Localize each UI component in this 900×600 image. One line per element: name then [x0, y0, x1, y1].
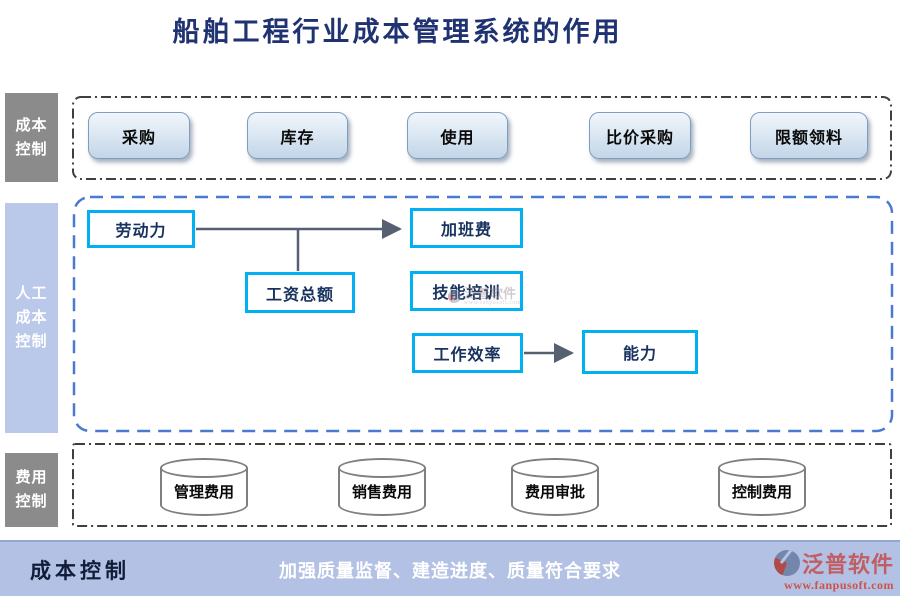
node-purchase: 采购 [88, 112, 190, 159]
flow-box-ability: 能力 [582, 330, 698, 374]
cylinder-expense-control: 控制费用 [718, 458, 806, 516]
cylinder-label: 控制费用 [731, 485, 792, 501]
material-section-border [72, 96, 892, 180]
flow-box-skill-training: 技能培训 [410, 271, 523, 311]
node-price-comparison: 比价采购 [589, 112, 691, 159]
page-title: 船舶工程行业成本管理系统的作用 [172, 17, 623, 47]
fanpu-logo-icon [773, 550, 800, 576]
flow-box-overtime-pay: 加班费 [410, 208, 523, 248]
flow-box-labor: 劳动力 [87, 210, 195, 248]
cylinder-top-ellipse [718, 458, 806, 478]
cylinder-label: 管理费用 [173, 485, 234, 501]
cylinder-top-ellipse [338, 458, 426, 478]
node-usage: 使用 [407, 112, 508, 159]
cylinder-label: 销售费用 [351, 485, 412, 501]
cylinder-label: 费用审批 [524, 485, 585, 501]
brand-url: www.fanpusoft.com [784, 578, 894, 592]
cylinder-sales-expense: 销售费用 [338, 458, 426, 516]
expense-section-border [72, 443, 892, 527]
sidebar-label-cost-control: 成本 控制 [5, 93, 58, 182]
flow-box-salary-total: 工资总额 [245, 272, 355, 313]
cylinder-expense-approval: 费用审批 [511, 458, 599, 516]
node-quota-picking: 限额领料 [750, 112, 868, 159]
sidebar-label-labor-cost-control: 人工 成本 控制 [5, 203, 58, 433]
cylinder-top-ellipse [511, 458, 599, 478]
node-inventory: 库存 [247, 112, 348, 159]
footer-bar: 成本控制 加强质量监督、建造进度、质量符合要求 泛普软件 www.fanpuso… [0, 540, 900, 596]
sidebar-label-expense-control: 费用 控制 [5, 453, 58, 527]
footer-left-label: 成本控制 [30, 559, 130, 583]
cylinder-management-expense: 管理费用 [160, 458, 248, 516]
brand-block: 泛普软件 www.fanpusoft.com [773, 547, 894, 593]
footer-slogan: 加强质量监督、建造进度、质量符合要求 [279, 561, 621, 581]
labor-section-border [72, 195, 894, 433]
cylinder-top-ellipse [160, 458, 248, 478]
brand-name: 泛普软件 [801, 552, 894, 577]
flow-box-work-efficiency: 工作效率 [412, 333, 523, 373]
